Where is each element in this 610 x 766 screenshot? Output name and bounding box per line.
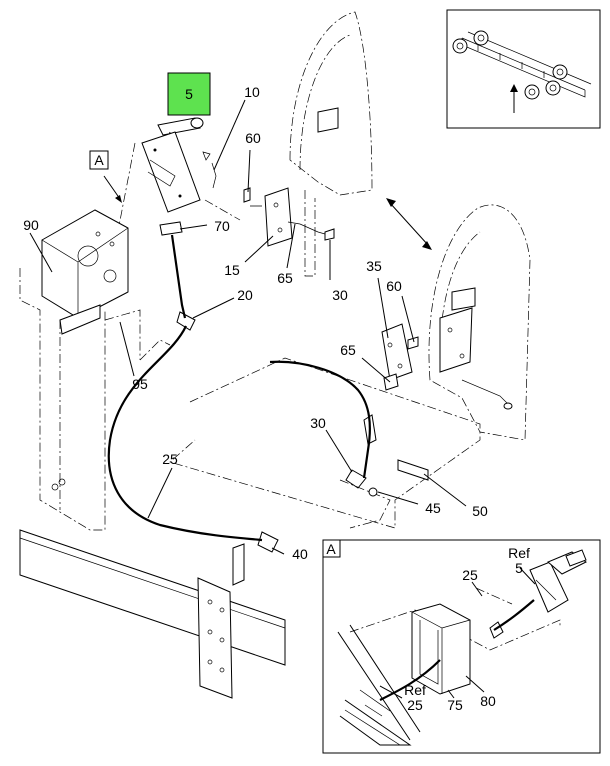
callout-45: 45 bbox=[425, 500, 441, 516]
highlight-box bbox=[167, 72, 211, 116]
callout-10: 10 bbox=[244, 84, 260, 100]
detail-callout-25b: 25 bbox=[407, 697, 423, 713]
callout-35: 35 bbox=[366, 258, 382, 274]
double-arrow bbox=[386, 198, 432, 250]
callout-65b: 65 bbox=[340, 342, 356, 358]
callout-25: 25 bbox=[162, 451, 178, 467]
callout-50: 50 bbox=[472, 503, 488, 519]
wheel-well-lower bbox=[381, 204, 531, 481]
callout-60: 60 bbox=[245, 130, 261, 146]
cab-structure bbox=[19, 209, 171, 531]
callout-15: 15 bbox=[224, 262, 240, 278]
detail-callout-25: 25 bbox=[462, 567, 478, 583]
detail-callout-75: 75 bbox=[447, 697, 463, 713]
leader-lines bbox=[29, 99, 467, 555]
detail-ref-top: Ref bbox=[508, 545, 530, 561]
svg-text:A: A bbox=[94, 152, 104, 168]
callout-30: 30 bbox=[332, 287, 348, 303]
view-marker-a: A bbox=[89, 150, 122, 203]
detail-ref-bottom: Ref bbox=[404, 682, 426, 698]
detail-a-inset: A Ref 5 25 Ref 25 75 80 bbox=[322, 539, 601, 754]
callout-30b: 30 bbox=[310, 415, 326, 431]
shift-cable bbox=[107, 234, 279, 553]
detail-title: A bbox=[326, 541, 336, 557]
callouts: 10 60 70 90 15 65 30 20 35 60 65 95 30 2… bbox=[23, 84, 488, 562]
detail-callout-80: 80 bbox=[480, 693, 496, 709]
floor-outline bbox=[169, 357, 481, 529]
callout-90: 90 bbox=[23, 217, 39, 233]
shift-lever-assembly bbox=[111, 117, 241, 263]
callout-60b: 60 bbox=[386, 278, 402, 294]
wheel-well-upper bbox=[243, 11, 373, 277]
locator-inset bbox=[446, 9, 601, 129]
callout-20: 20 bbox=[237, 287, 253, 303]
frame-rail bbox=[19, 529, 286, 699]
callout-5: 5 bbox=[185, 86, 193, 102]
part-5-highlight[interactable]: 5 bbox=[167, 72, 211, 116]
callout-95: 95 bbox=[132, 376, 148, 392]
detail-callout-5: 5 bbox=[515, 560, 523, 576]
callout-40: 40 bbox=[292, 546, 308, 562]
transmission-cable bbox=[269, 360, 378, 497]
callout-65: 65 bbox=[277, 270, 293, 286]
callout-70: 70 bbox=[214, 218, 230, 234]
